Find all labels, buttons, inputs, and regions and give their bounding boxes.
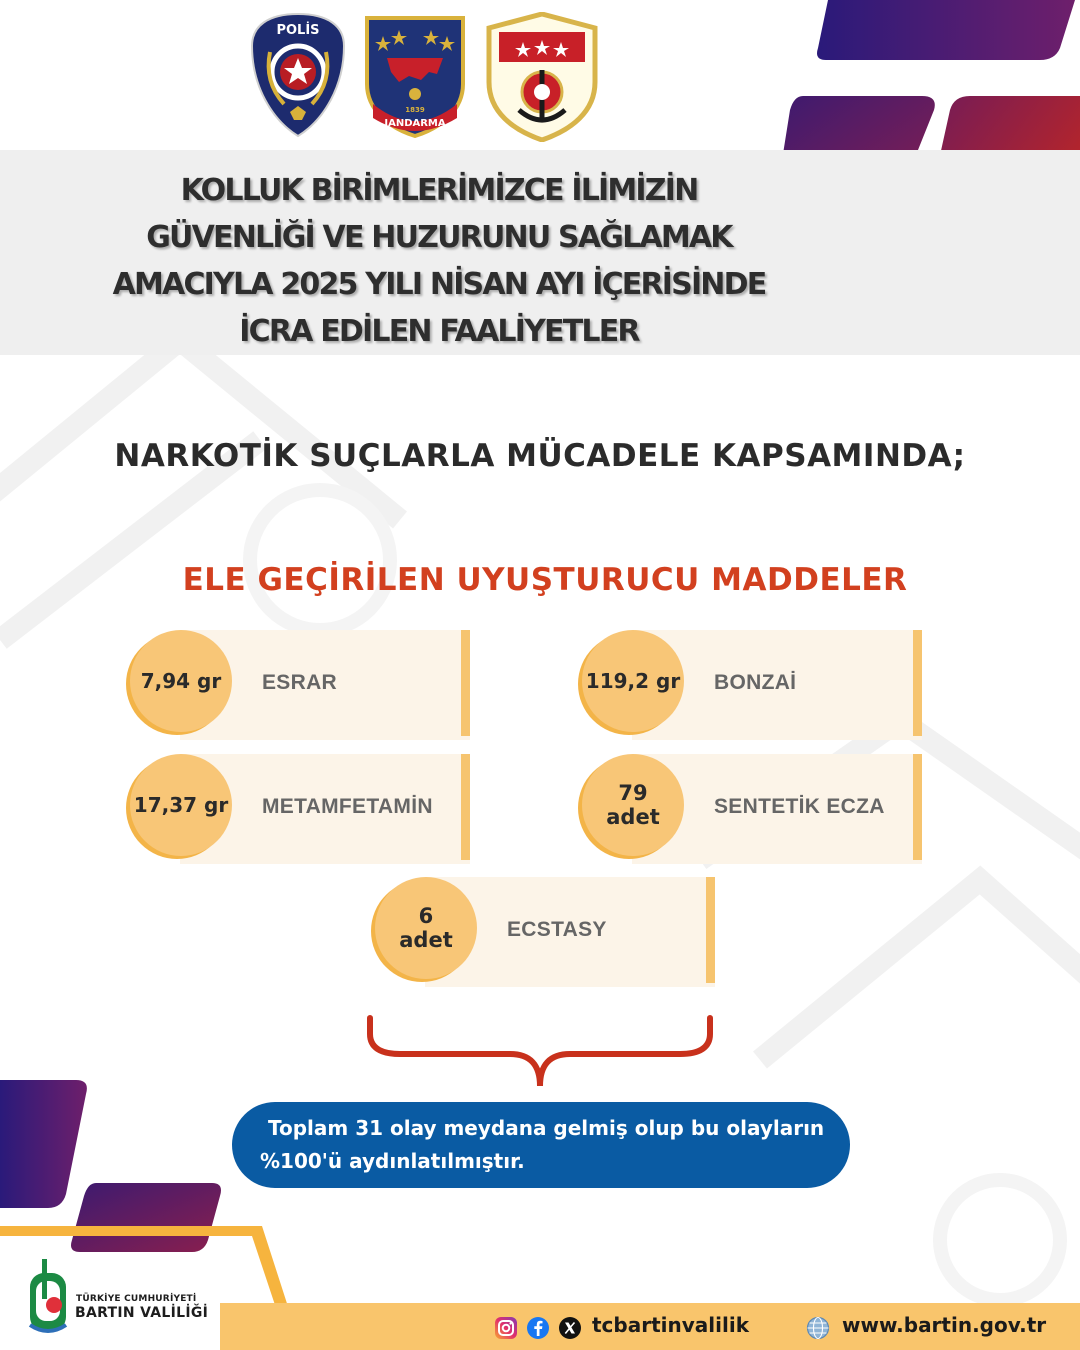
amount-value: 6 bbox=[418, 904, 434, 928]
amount-value: 79 bbox=[618, 781, 648, 805]
item-card-bonzai: 119,2 gr BONZAİ bbox=[582, 630, 922, 740]
card-accent-bar bbox=[706, 877, 715, 983]
governorship-country: TÜRKİYE CUMHURİYETİ bbox=[76, 1294, 197, 1304]
gendarmerie-banner-text: JANDARMA bbox=[383, 118, 446, 129]
amount-badge: 6 adet bbox=[375, 877, 477, 979]
title-line-1: KOLLUK BİRİMLERİMİZCE İLİMİZİN bbox=[180, 173, 700, 208]
substance-name: ESRAR bbox=[262, 671, 338, 694]
item-card-ecstasy: 6 adet ECSTASY bbox=[375, 877, 715, 987]
header-band bbox=[0, 150, 1080, 355]
title-line-4: İCRA EDİLEN FAALİYETLER bbox=[239, 314, 640, 349]
item-card-esrar: 7,94 gr ESRAR bbox=[130, 630, 470, 740]
gendarmerie-emblem: JANDARMA 1839 bbox=[365, 16, 465, 138]
governorship-name: BARTIN VALİLİĞİ bbox=[75, 1305, 209, 1321]
police-emblem-title: POLİS bbox=[276, 22, 319, 38]
governorship-logo bbox=[28, 1259, 68, 1333]
amount-badge: 119,2 gr bbox=[582, 630, 684, 732]
footer-bar bbox=[220, 1303, 1080, 1350]
card-accent-bar bbox=[461, 754, 470, 860]
card-accent-bar bbox=[913, 630, 922, 736]
title-line-3: AMACIYLA 2025 YILI NİSAN AYI İÇERİSİNDE bbox=[112, 267, 768, 302]
item-card-sentetik-ecza: 79 adet SENTETİK ECZA bbox=[582, 754, 922, 864]
page-title: KOLLUK BİRİMLERİMİZCE İLİMİZİN GÜVENLİĞİ… bbox=[80, 167, 798, 355]
instagram-icon[interactable] bbox=[494, 1316, 518, 1340]
item-card-metamfetamin: 17,37 gr METAMFETAMİN bbox=[130, 754, 470, 864]
amount-value: 119,2 gr bbox=[585, 669, 681, 693]
curly-brace bbox=[367, 1015, 713, 1087]
summary-banner: Toplam 31 olay meydana gelmiş olup bu ol… bbox=[232, 1102, 850, 1188]
amount-value: 17,37 gr bbox=[133, 793, 229, 817]
coast-guard-anchor-emblem bbox=[486, 12, 598, 142]
seized-substances-heading: ELE GEÇİRİLEN UYUŞTURUCU MADDELER bbox=[182, 562, 908, 598]
website-link[interactable]: www.bartin.gov.tr bbox=[842, 1313, 1047, 1337]
amount-unit: adet bbox=[399, 928, 453, 952]
globe-icon bbox=[806, 1316, 830, 1340]
social-handle-link[interactable]: tcbartinvalilik bbox=[592, 1313, 750, 1337]
x-icon[interactable] bbox=[558, 1316, 582, 1340]
amount-value: 7,94 gr bbox=[140, 669, 222, 693]
substance-name: BONZAİ bbox=[714, 671, 797, 694]
police-emblem: POLİS bbox=[250, 12, 346, 138]
card-accent-bar bbox=[913, 754, 922, 860]
section-heading: NARKOTİK SUÇLARLA MÜCADELE KAPSAMINDA; bbox=[114, 438, 966, 474]
card-accent-bar bbox=[461, 630, 470, 736]
amount-badge: 7,94 gr bbox=[130, 630, 232, 732]
summary-line-2: %100'ü aydınlatılmıştır. bbox=[260, 1149, 525, 1173]
summary-line-1: Toplam 31 olay meydana gelmiş olup bu ol… bbox=[268, 1116, 825, 1140]
summary-text: Toplam 31 olay meydana gelmiş olup bu ol… bbox=[232, 1112, 844, 1178]
substance-name: ECSTASY bbox=[507, 918, 607, 941]
amount-badge: 17,37 gr bbox=[130, 754, 232, 856]
gendarmerie-year: 1839 bbox=[405, 106, 425, 114]
amount-badge: 79 adet bbox=[582, 754, 684, 856]
amount-unit: adet bbox=[606, 805, 660, 829]
title-line-2: GÜVENLİĞİ VE HUZURUNU SAĞLAMAK bbox=[146, 220, 733, 255]
facebook-icon[interactable] bbox=[526, 1316, 550, 1340]
substance-name: SENTETİK ECZA bbox=[714, 795, 885, 818]
substance-name: METAMFETAMİN bbox=[262, 795, 433, 818]
